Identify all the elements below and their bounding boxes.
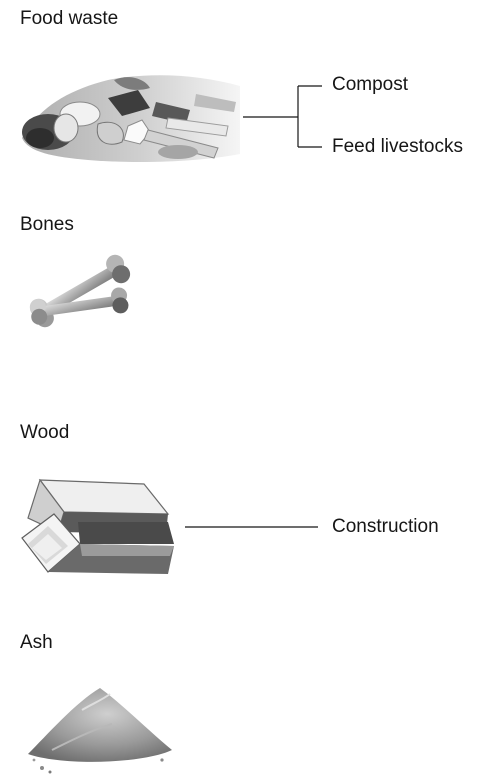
- use-feed-livestocks: Feed livestocks: [332, 136, 463, 158]
- food-waste-title: Food waste: [20, 8, 118, 30]
- use-construction: Construction: [332, 516, 439, 538]
- bones-image: [20, 245, 140, 337]
- bones-title: Bones: [20, 214, 74, 236]
- ash-image: [22, 680, 177, 776]
- food-waste-image: [18, 68, 243, 166]
- ash-title: Ash: [20, 632, 53, 654]
- wood-title: Wood: [20, 422, 69, 444]
- wood-image: [18, 474, 178, 580]
- use-compost: Compost: [332, 74, 408, 96]
